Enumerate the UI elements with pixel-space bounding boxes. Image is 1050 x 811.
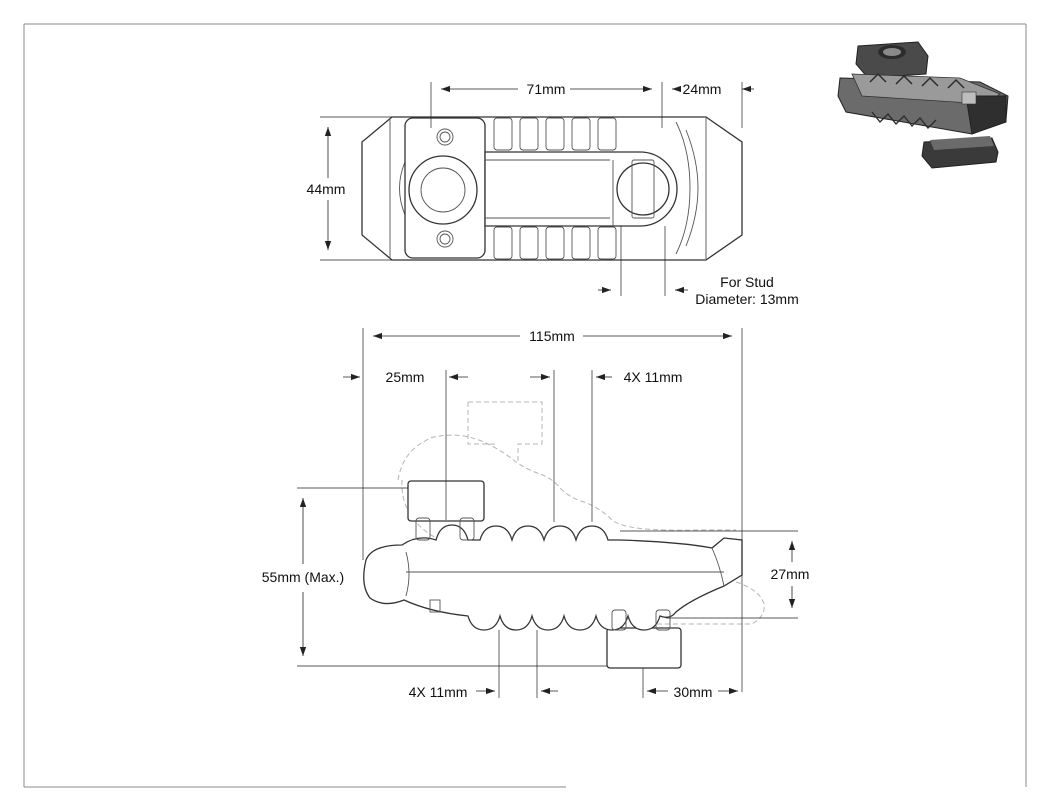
top-view <box>361 116 743 261</box>
dim-stud-line1: For Stud <box>720 274 774 290</box>
dim-stud-line2: Diameter: 13mm <box>695 291 798 307</box>
side-view-dimensions <box>297 328 798 698</box>
dim-side-thickness: 27mm <box>771 566 810 582</box>
lower-clamp <box>606 627 682 669</box>
clamp-body <box>363 524 743 631</box>
screw-hole-bottom <box>436 230 454 248</box>
sheet-frame <box>23 23 1027 788</box>
dim-side-foot: 30mm <box>674 684 713 700</box>
side-view <box>363 480 743 669</box>
dim-side-pitch-bottom: 4X 11mm <box>409 684 468 700</box>
dim-side-step: 25mm <box>386 369 425 385</box>
dim-side-pitch-top: 4X 11mm <box>624 369 683 385</box>
dim-side-length: 115mm <box>529 328 575 344</box>
screw-hole-top <box>436 128 454 146</box>
stud-bore-right <box>616 162 670 216</box>
dim-top-length: 71mm <box>527 81 566 97</box>
top-view-dimensions <box>320 82 754 296</box>
isometric-render <box>837 41 1009 169</box>
dim-top-end: 24mm <box>683 81 722 97</box>
dim-top-width: 44mm <box>307 181 346 197</box>
dimension-labels: 71mm 24mm 44mm For Stud Diameter: 13mm 1… <box>262 81 810 700</box>
stud-bore-left <box>408 155 478 225</box>
dim-side-height: 55mm (Max.) <box>262 569 344 585</box>
